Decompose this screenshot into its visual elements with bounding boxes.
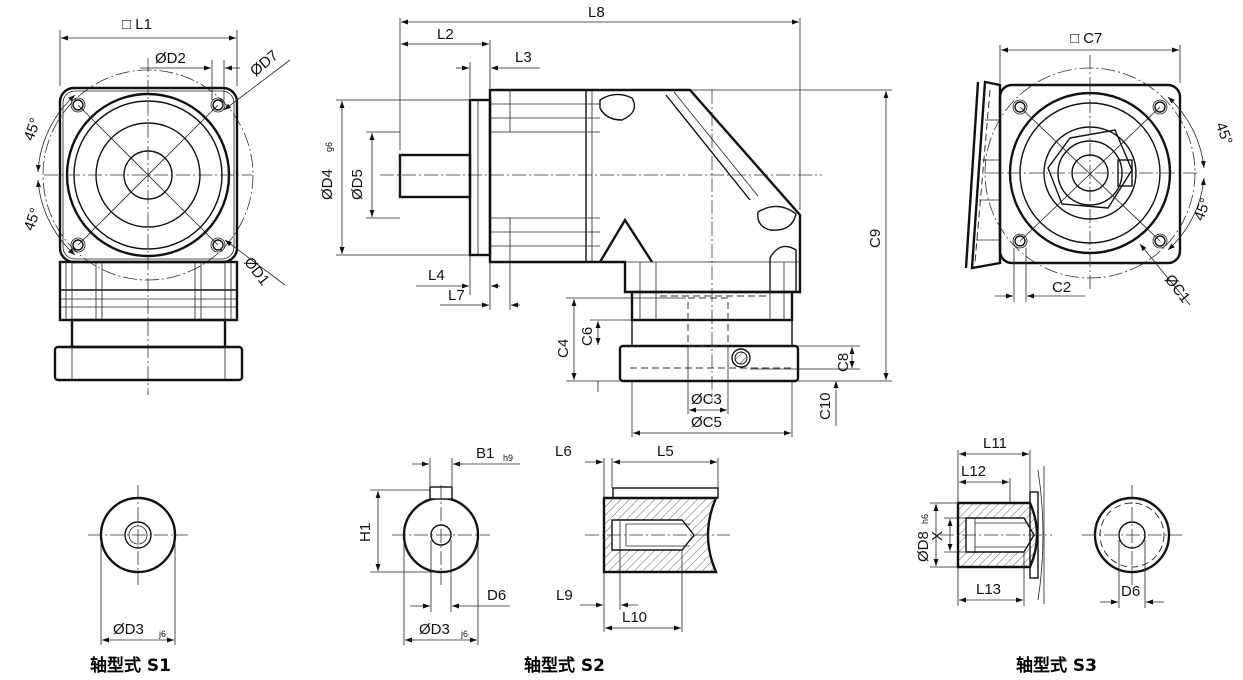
s1-d3-label: ØD3 <box>113 621 144 638</box>
s1-d3-tolerance: j6 <box>158 629 166 639</box>
c8-label: C8 <box>835 353 852 372</box>
s3-l11-label: L11 <box>983 435 1007 452</box>
s2-l10-label: L10 <box>622 609 647 626</box>
s3-d8-tolerance: h6 <box>920 514 930 524</box>
s2-h1-label: H1 <box>357 523 374 542</box>
c7-label: □ C7 <box>1070 30 1102 47</box>
c4-label: C4 <box>555 339 572 358</box>
angle-top-label: 45° <box>21 116 45 143</box>
c2-label: C2 <box>1052 279 1071 296</box>
c1-label: ØC1 <box>1161 271 1193 306</box>
side-view: L8 L2 L3 ØD4 g6 ØD5 L4 L7 C9 <box>319 4 892 437</box>
s2-l6-label: L6 <box>555 443 572 460</box>
c10-label: C10 <box>817 392 834 420</box>
c5-label: ØC5 <box>691 414 722 431</box>
rear-view: □ C7 C2 ØC1 45° 45° <box>964 30 1236 306</box>
d5-label: ØD5 <box>349 169 366 200</box>
s3-l13-label: L13 <box>976 581 1001 598</box>
l3-label: L3 <box>515 49 532 66</box>
c9-label: C9 <box>867 229 884 248</box>
s2-b1-tolerance: h9 <box>503 453 513 463</box>
s3-l12-label: L12 <box>961 463 986 480</box>
l7-label: L7 <box>448 287 465 304</box>
shaft-s2: B1 h9 H1 D6 ØD3 j6 L6 L5 <box>357 443 730 676</box>
c6-label: C6 <box>579 327 596 346</box>
s2-b1-label: B1 <box>476 445 494 462</box>
l8-label: L8 <box>588 4 605 21</box>
s2-l9-label: L9 <box>556 587 573 604</box>
d1-label: ØD1 <box>240 254 272 289</box>
s3-caption: 轴型式 S3 <box>1016 655 1097 676</box>
d2-label: ØD2 <box>155 50 186 67</box>
front-view: □ L1 ØD2 ØD7 ØD1 45° 45° <box>21 16 291 395</box>
l1-label: □ L1 <box>122 16 152 33</box>
s2-d3-label: ØD3 <box>419 621 450 638</box>
rear-angle-bottom-label: 45° <box>1191 196 1215 223</box>
d7-label: ØD7 <box>247 47 282 80</box>
d4-label: ØD4 <box>319 169 336 200</box>
angle-bottom-label: 45° <box>21 206 45 233</box>
front-housing-lower <box>53 260 244 382</box>
bolt-holes <box>70 97 226 253</box>
shaft-s1: ØD3 j6 轴型式 S1 <box>88 485 188 676</box>
c3-label: ØC3 <box>691 391 722 408</box>
shaft-s3: L11 L12 ØD8 h6 X L13 D6 轴型式 S3 <box>915 435 1182 676</box>
s2-l5-label: L5 <box>657 443 674 460</box>
s2-caption: 轴型式 S2 <box>524 655 605 676</box>
s3-d8-label: ØD8 <box>915 531 932 562</box>
rear-angle-top-label: 45° <box>1212 120 1236 147</box>
s2-d3-tolerance: j6 <box>460 629 468 639</box>
s3-d6-label: D6 <box>1121 583 1140 600</box>
s3-x-label: X <box>929 531 946 541</box>
l4-label: L4 <box>428 267 445 284</box>
d4-tolerance: g6 <box>324 142 334 152</box>
rear-side-housing <box>964 80 1002 270</box>
s1-caption: 轴型式 S1 <box>90 655 171 676</box>
s2-d6-label: D6 <box>487 587 506 604</box>
rear-bolt-holes <box>1012 99 1168 249</box>
l2-label: L2 <box>437 26 454 43</box>
